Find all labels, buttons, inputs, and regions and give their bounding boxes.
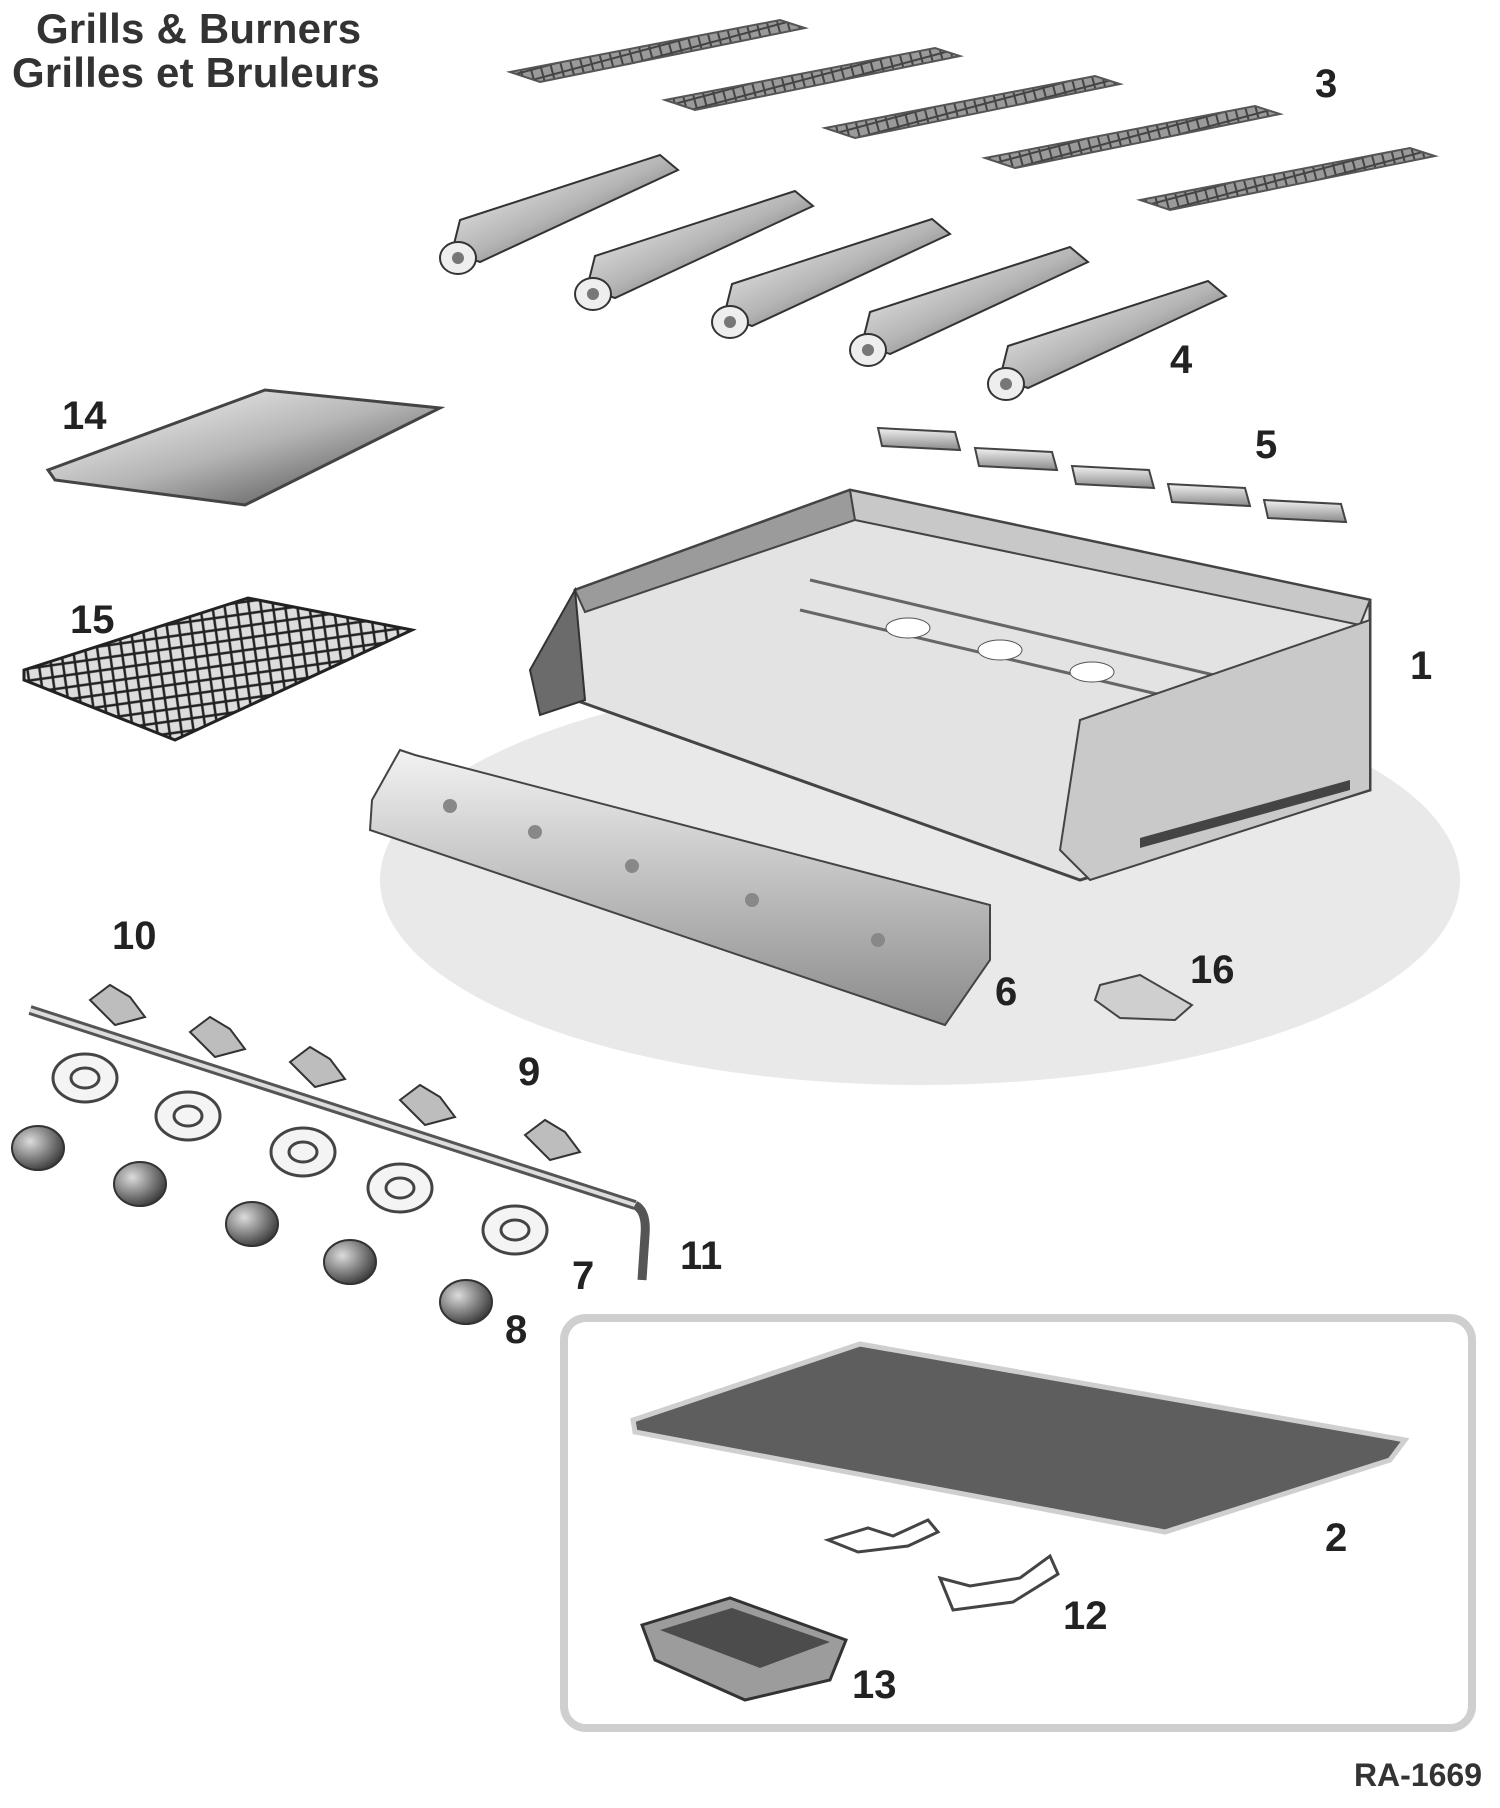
callout-5: 5 [1255, 423, 1278, 467]
callout-2: 2 [1325, 1516, 1348, 1560]
carryover-tubes [876, 426, 1348, 524]
callout-3: 3 [1315, 62, 1338, 106]
diagram-title-french: Grilles et Bruleurs [12, 49, 380, 96]
callout-11: 11 [680, 1234, 723, 1278]
callout-6: 6 [995, 970, 1018, 1014]
callout-4: 4 [1170, 338, 1193, 382]
callout-16: 16 [1190, 948, 1235, 992]
drip-cup [640, 1596, 848, 1702]
control-panel [368, 748, 991, 1027]
firebox-assembly [528, 488, 1372, 882]
callout-10: 10 [112, 914, 157, 958]
grease-tray [630, 1341, 1410, 1535]
gas-manifold [28, 983, 650, 1281]
tray-clips [823, 1518, 1060, 1612]
burner-tubes [439, 153, 1228, 401]
callout-13: 13 [852, 1663, 897, 1707]
control-bezels [51, 1052, 549, 1256]
callout-14: 14 [62, 394, 107, 438]
callout-12: 12 [1063, 1594, 1108, 1638]
callout-9: 9 [518, 1050, 541, 1094]
warming-plate [45, 388, 446, 507]
callout-15: 15 [70, 598, 115, 642]
cooking-grates [506, 18, 1439, 212]
callout-7: 7 [572, 1254, 595, 1298]
control-knobs [11, 1125, 493, 1325]
callout-1: 1 [1410, 644, 1433, 688]
drawing-reference-number: RA-1669 [1353, 1757, 1482, 1793]
diagram-title-english: Grills & Burners [36, 5, 362, 52]
small-bracket-plate [1093, 973, 1194, 1022]
callout-8: 8 [505, 1308, 528, 1352]
warming-rack [22, 596, 417, 742]
